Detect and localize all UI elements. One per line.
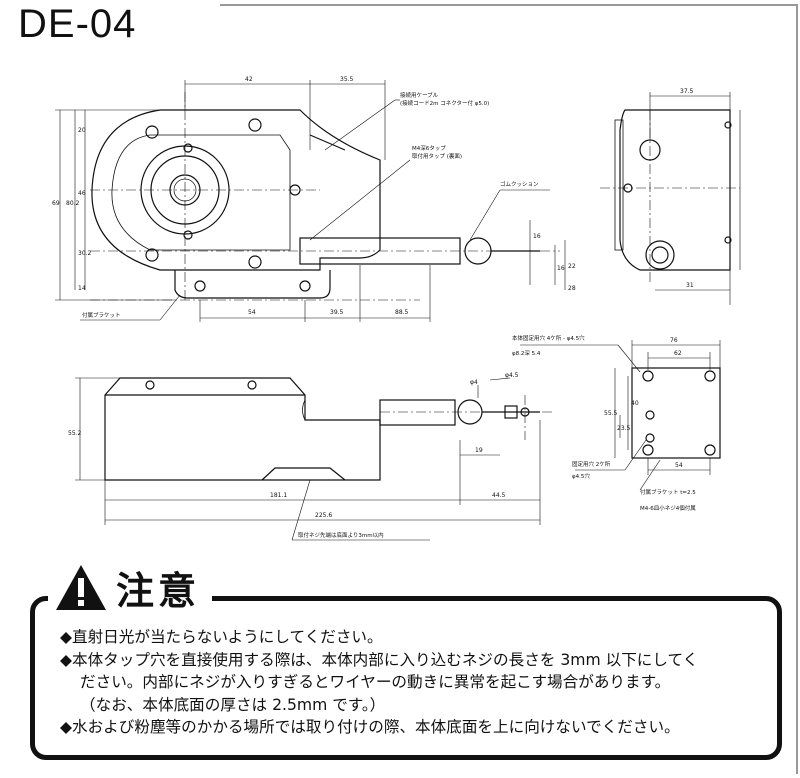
top-view-bracket <box>174 270 331 299</box>
bracket-label: 付属ブラケット <box>82 311 121 319</box>
front-view-bottom-bracket <box>261 467 346 481</box>
caution-header: 注意 <box>48 560 213 615</box>
dim-20: 20 <box>78 127 86 134</box>
dim-44.5: 44.5 <box>492 492 506 499</box>
tap-label: M4深6タップ <box>412 144 446 152</box>
tap-sub-label: 取付用タップ (裏面) <box>412 152 462 160</box>
dim-55.2: 55.2 <box>68 430 82 437</box>
dim-35.5: 35.5 <box>340 76 354 83</box>
frame-top-line <box>220 4 798 6</box>
dim-225.6: 225.6 <box>315 512 332 519</box>
hole-b-sub-label: φ4.5穴 <box>572 472 590 480</box>
dim-39.5: 39.5 <box>330 309 344 316</box>
dim-54b: 54 <box>675 462 683 469</box>
dim-phi4.5: φ4.5 <box>505 372 519 379</box>
dim-80.2: 80.2 <box>66 200 80 207</box>
dim-19: 19 <box>475 447 483 454</box>
dim-phi4: φ4 <box>470 379 478 386</box>
dim-42: 42 <box>245 76 253 83</box>
hole-a-label: 本体固定用穴 4ケ所 - φ4.5穴 <box>512 334 585 342</box>
dim-23.5: 23.5 <box>617 425 631 432</box>
warning-icon <box>56 564 106 610</box>
bottom-note: 取付ネジ先端は底面より3mm以内 <box>298 531 384 539</box>
top-view-rod <box>299 237 461 265</box>
caution-box <box>30 596 782 760</box>
dim-14: 14 <box>78 285 86 292</box>
dim-76: 76 <box>670 337 678 344</box>
front-view-rod <box>379 399 456 426</box>
dim-181.1: 181.1 <box>270 492 287 499</box>
dim-55.5: 55.5 <box>604 410 618 417</box>
caution-text: ◆直射日光が当たらないようにしてください。 ◆本体タップ穴を直接使用する際は、本… <box>60 626 760 739</box>
hole-b-label: 固定用穴 2ケ所 <box>572 460 611 468</box>
dim-69: 69 <box>52 200 60 207</box>
dim-30.2: 30.2 <box>78 250 92 257</box>
dim-88.5: 88.5 <box>395 309 409 316</box>
cushion-label: ゴムクッション <box>500 180 539 188</box>
side-view-body <box>619 109 731 271</box>
dim-22: 22 <box>568 263 576 270</box>
screw-hole <box>248 118 262 132</box>
caution-line: ◆直射日光が当たらないようにしてください。 <box>60 628 383 646</box>
dim-46: 46 <box>78 190 86 197</box>
dim-31: 31 <box>686 282 694 289</box>
top-view-body <box>91 109 381 271</box>
screw-note: M4-6皿小ネジ4個付属 <box>640 504 696 512</box>
dim-37.5: 37.5 <box>680 88 694 95</box>
front-view-body <box>104 377 381 481</box>
caution-line: ださい。内部にネジが入りすぎるとワイヤーの動きに異常を起こす場合があります。 <box>80 673 671 691</box>
caution-line: ◆水および粉塵等のかかる場所では取り付けの際、本体底面を上に向けないでください。 <box>60 718 680 736</box>
screw-hole <box>145 125 159 139</box>
dim-16: 16 <box>533 233 541 240</box>
dim-16b: 16 <box>557 265 565 272</box>
caution-line: ◆本体タップ穴を直接使用する際は、本体内部に入り込むネジの長さを 3mm 以下に… <box>60 650 699 669</box>
page-title: DE-04 <box>18 2 137 46</box>
bracket-plate <box>631 367 721 459</box>
hole-a-sub-label: φ8.2深 5.4 <box>512 349 541 357</box>
bracket-thickness-label: 付属ブラケット t=2.5 <box>640 488 696 496</box>
dim-28: 28 <box>568 285 576 292</box>
frame-right-line <box>796 4 798 774</box>
technical-drawing: 42 35.5 37.5 31 69 80.2 20 46 30.2 14 22… <box>52 76 741 541</box>
caution-title: 注意 <box>116 569 201 613</box>
dim-62: 62 <box>674 350 682 357</box>
dim-40: 40 <box>631 400 639 407</box>
top-view-inner-plate <box>111 134 291 251</box>
caution-line: （なお、本体底面の厚さは 2.5mm です。） <box>80 695 386 714</box>
dim-54: 54 <box>248 309 256 316</box>
cable-label: 接続用ケーブル <box>400 91 439 99</box>
screw-hole <box>248 255 262 269</box>
screw-hole <box>145 248 159 262</box>
cable-sub-label: (接続コード2m コネクター付 φ5.0) <box>400 99 489 107</box>
